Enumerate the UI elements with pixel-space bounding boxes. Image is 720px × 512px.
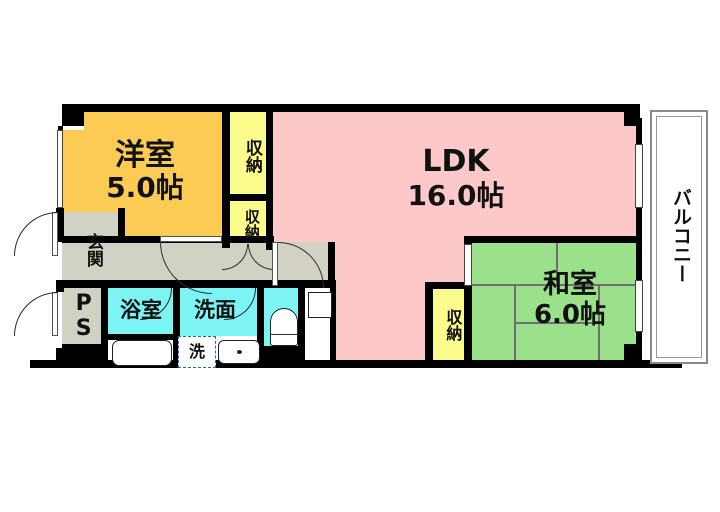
ldk-name: LDK — [422, 143, 490, 179]
closet-japanese-label: 収納 — [443, 309, 463, 341]
western-room-size: 5.0帖 — [106, 170, 184, 204]
ps-label: PS — [71, 291, 97, 341]
washer-label: 洗 — [188, 341, 205, 361]
western-room-name: 洋室 — [115, 137, 175, 173]
wall-ps-right — [101, 288, 108, 360]
wall-left-genkan — [56, 208, 64, 242]
room-genkan — [62, 212, 124, 286]
ldk-door-leaf[interactable] — [272, 242, 278, 286]
wall-toilet-bottom — [257, 346, 305, 360]
sliding-partition-washitsu[interactable] — [464, 244, 472, 286]
bathtub — [112, 340, 172, 366]
closet-top — [230, 110, 272, 200]
wall-bath-ledge — [108, 334, 174, 340]
tatami-line-v1 — [556, 242, 558, 284]
wall-washitsu-left — [464, 236, 472, 360]
genkan-label: 玄関 — [82, 233, 103, 267]
tatami-line-h2 — [514, 322, 598, 324]
toilet-seat-line — [270, 334, 298, 336]
washbasin-label: 洗面 — [194, 298, 236, 323]
wall-left-lower — [56, 348, 64, 368]
kitchen-counter — [308, 292, 332, 318]
sliding-door-ldk[interactable] — [635, 144, 643, 208]
tatami-line-h1 — [472, 284, 640, 286]
balcony-inner-rail — [656, 116, 702, 358]
window-sash-west — [57, 130, 63, 208]
western-room-door-leaf[interactable] — [160, 236, 222, 242]
wall-top — [62, 104, 640, 112]
closet-mid-label: 収納 — [242, 209, 261, 239]
wall-bottom — [30, 360, 682, 368]
wall-ldk-right — [636, 118, 642, 146]
wall-washitsu-right — [636, 242, 642, 282]
vanity-sink-drain — [237, 350, 242, 354]
balcony-label: バルコニー — [669, 187, 692, 283]
wall-toilet-right — [298, 288, 305, 360]
sliding-door-washitsu[interactable] — [635, 280, 643, 332]
wall-closet-divider — [222, 194, 272, 201]
bath-label: 浴室 — [120, 298, 162, 323]
wall-genkan-right — [118, 208, 125, 243]
wall-closet-ldk — [266, 110, 273, 250]
ps-door-arc — [14, 292, 58, 336]
wall-washitsu-right2 — [636, 330, 642, 364]
wall-washbasin-toilet — [257, 288, 264, 360]
toilet-bowl — [270, 308, 298, 346]
japanese-room-name: 和室 — [543, 269, 597, 301]
wall-washitsu-top — [464, 236, 640, 243]
wall-hall-ldk — [328, 242, 335, 286]
wall-kitchen-right — [330, 280, 336, 360]
wall-ldk-right2 — [636, 206, 642, 244]
ldk-size: 16.0帖 — [407, 178, 505, 212]
pillar-top-left — [62, 104, 84, 126]
japanese-room-size: 6.0帖 — [533, 299, 607, 330]
wall-closet-washitsu-top — [425, 282, 472, 289]
closet-top-label: 収納 — [241, 139, 262, 173]
wall-closet-washitsu-left — [425, 282, 433, 364]
tatami-line-v3 — [598, 284, 600, 360]
wall-bath-washbasin — [173, 288, 180, 360]
washing-machine — [178, 336, 216, 368]
wall-western-closet — [222, 110, 230, 248]
entry-door-arc-upper — [14, 212, 58, 256]
wall-ps-bottom-notch — [62, 344, 102, 364]
